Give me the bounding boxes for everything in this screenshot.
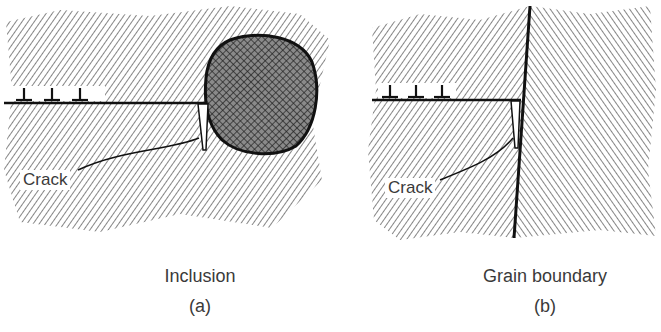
slip-plane — [372, 99, 521, 102]
dislocation-symbols — [378, 83, 456, 98]
panel-caption: Grain boundary — [455, 266, 635, 287]
panel-caption: Inclusion — [120, 266, 280, 287]
crack-wedge — [511, 101, 520, 148]
leader-line — [78, 138, 199, 170]
dislocation-symbols — [10, 86, 105, 101]
panel-letter: (a) — [120, 296, 280, 317]
crack-wedge — [198, 104, 208, 150]
matrix-region — [4, 6, 330, 232]
crack-label: Crack — [385, 178, 435, 198]
grain-right — [514, 6, 656, 238]
panel-letter: (b) — [455, 296, 635, 317]
grain-left — [368, 6, 530, 240]
inclusion-particle — [205, 35, 316, 153]
slip-plane — [4, 102, 207, 105]
crack-label: Crack — [20, 170, 70, 190]
leader-line — [440, 138, 513, 180]
